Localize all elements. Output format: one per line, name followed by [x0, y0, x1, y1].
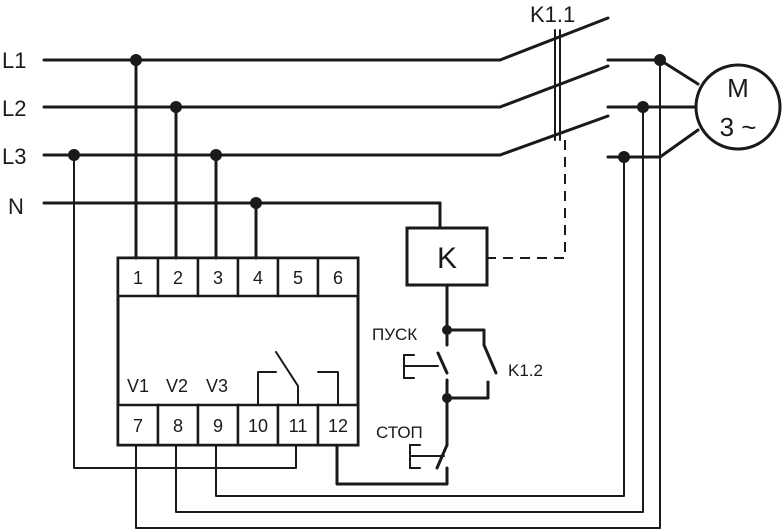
junction-dots	[68, 54, 666, 403]
motor-name: M	[727, 73, 749, 103]
terminal-label: 4	[253, 268, 263, 288]
terminal-label: 8	[173, 416, 183, 436]
bottom-wires	[73, 59, 661, 529]
top-terminal-row: 1 2 3 4 5 6	[116, 256, 360, 298]
terminal-label: 11	[289, 416, 308, 436]
main-contact-label: K1.1	[530, 2, 575, 27]
terminal-label: 6	[333, 268, 343, 288]
terminal-label: 3	[213, 268, 223, 288]
terminal-5	[276, 256, 320, 298]
mechanical-link	[488, 140, 566, 259]
terminal-label: 1	[133, 268, 143, 288]
terminal-2	[156, 256, 200, 298]
coil-label: K	[437, 242, 457, 275]
input-label-v1: V1	[127, 376, 149, 396]
terminal-label: 10	[248, 416, 268, 436]
bottom-terminal-row: 7 8 9 10 11 12	[116, 403, 360, 447]
terminal-8	[156, 403, 200, 447]
terminal-label: 5	[293, 268, 303, 288]
aux-contact-label: K1.2	[508, 361, 543, 380]
aux-contact-k1-2	[482, 343, 498, 375]
control-circuit	[335, 283, 498, 486]
terminal-label: 12	[328, 416, 348, 436]
line-n-label: N	[8, 194, 24, 219]
start-contact	[436, 351, 449, 375]
motor-leads	[658, 58, 700, 159]
line-l3-label: L3	[2, 144, 26, 169]
terminal-4	[236, 256, 280, 298]
input-label-v3: V3	[206, 376, 228, 396]
line-l1-label: L1	[2, 48, 26, 73]
motor-circle	[694, 63, 782, 151]
main-contacts-k1-1	[498, 16, 662, 159]
input-label-v2: V2	[166, 376, 188, 396]
terminal-1	[116, 256, 160, 298]
relay-supply-wires	[134, 58, 258, 260]
motor: M 3 ~	[694, 63, 782, 151]
terminal-label: 7	[133, 416, 143, 436]
supply-lines	[42, 58, 502, 205]
terminal-6	[316, 256, 360, 298]
terminal-label: 9	[213, 416, 223, 436]
motor-phase: 3 ~	[720, 112, 757, 142]
line-l2-label: L2	[2, 96, 26, 121]
terminal-label: 2	[173, 268, 183, 288]
relay-internal-contact	[257, 351, 339, 406]
stop-button-label: СТОП	[376, 423, 423, 442]
terminal-12	[316, 403, 360, 447]
start-button-label: ПУСК	[372, 325, 417, 344]
